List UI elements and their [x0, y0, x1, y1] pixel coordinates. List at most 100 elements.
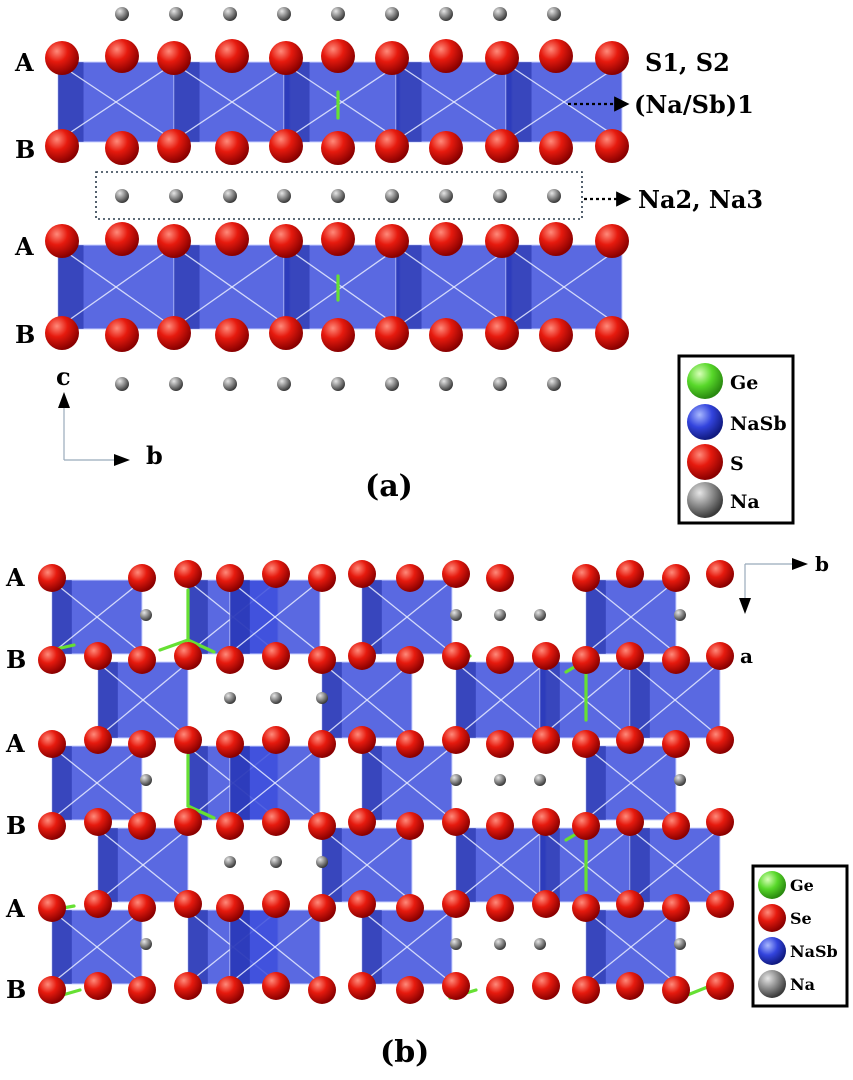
- polyhedron-edge: [589, 749, 673, 817]
- polyhedron-shade: [630, 662, 650, 738]
- selenium-atom: [572, 730, 600, 758]
- polyhedron-edge: [177, 248, 287, 326]
- nasb-polyhedron: [629, 661, 721, 739]
- nasb-polyhedron: [229, 745, 321, 821]
- sodium-atom: [331, 377, 345, 391]
- sodium-atom: [331, 7, 345, 21]
- selenium-atom: [396, 812, 424, 840]
- polyhedron-edge: [633, 831, 717, 899]
- polyhedron-shade: [230, 910, 250, 984]
- selenium-atom: [616, 560, 644, 588]
- polyhedron-shade: [98, 662, 118, 738]
- polyhedron-edge: [509, 65, 619, 139]
- polyhedron-edge: [325, 831, 409, 899]
- polyhedron-shade: [456, 828, 476, 902]
- selenium-atom: [348, 726, 376, 754]
- selenium-atom: [396, 646, 424, 674]
- selenium-atom: [662, 564, 690, 592]
- sodium-atom: [547, 377, 561, 391]
- nasb-polyhedron: [51, 579, 143, 655]
- selenium-atom: [706, 726, 734, 754]
- sulfur-atom: [429, 131, 463, 165]
- selenium-atom: [616, 972, 644, 1000]
- selenium-atom: [572, 812, 600, 840]
- sulfur-atom: [45, 41, 79, 75]
- sodium-atom: [450, 609, 462, 621]
- sulfur-atom: [429, 318, 463, 352]
- polyhedron-shade: [506, 245, 532, 329]
- layer-label-b2: B: [6, 645, 26, 674]
- selenium-atom: [662, 812, 690, 840]
- sulfur-atom: [105, 39, 139, 73]
- panel-b-atoms: [38, 560, 734, 1004]
- legend-b-se-label: Se: [790, 909, 812, 928]
- sulfur-atom: [485, 41, 519, 75]
- selenium-atom: [662, 730, 690, 758]
- polyhedron-edge: [233, 583, 317, 651]
- legend-nasb-label: NaSb: [730, 413, 787, 435]
- sodium-atom: [270, 692, 282, 704]
- sodium-atom: [674, 774, 686, 786]
- selenium-atom: [308, 564, 336, 592]
- sodium-atom: [494, 774, 506, 786]
- sulfur-atom: [539, 222, 573, 256]
- sodium-atom: [115, 7, 129, 21]
- selenium-atom: [216, 894, 244, 922]
- polyhedron-shade: [540, 662, 560, 738]
- polyhedron-shade: [52, 910, 72, 984]
- nasb-polyhedron: [321, 827, 413, 903]
- sodium-atom: [674, 938, 686, 950]
- polyhedron-edge: [55, 913, 139, 981]
- sulfur-atom: [45, 224, 79, 258]
- sodium-atom: [385, 189, 399, 203]
- polyhedron-shade: [284, 245, 310, 329]
- selenium-atom: [706, 560, 734, 588]
- selenium-atom: [308, 894, 336, 922]
- sulfur-atom: [45, 129, 79, 163]
- sulfur-atom: [375, 224, 409, 258]
- selenium-atom: [84, 726, 112, 754]
- legend-panel-b: Ge Se NaSb Na: [751, 864, 849, 1008]
- polyhedron-shade: [98, 828, 118, 902]
- ge-bond: [186, 638, 216, 654]
- legend-na-swatch: [687, 482, 723, 518]
- sulfur-atom: [105, 318, 139, 352]
- legend-ge-swatch: [687, 363, 723, 399]
- c-axis-arrow-icon: [58, 392, 70, 408]
- sodium-atom: [277, 189, 291, 203]
- selenium-atom: [174, 560, 202, 588]
- sulfur-atom: [321, 318, 355, 352]
- a-axis-arrow-icon: [739, 598, 751, 614]
- selenium-atom: [348, 642, 376, 670]
- legend-b-nasb-label: NaSb: [790, 942, 838, 961]
- sulfur-atom: [485, 224, 519, 258]
- polyhedron-shade: [188, 580, 208, 654]
- sulfur-atom: [105, 131, 139, 165]
- sodium-atom: [223, 377, 237, 391]
- selenium-atom: [348, 808, 376, 836]
- selenium-atom: [532, 726, 560, 754]
- sodium-atom: [385, 377, 399, 391]
- nasb-polyhedron: [97, 661, 189, 739]
- selenium-atom: [128, 730, 156, 758]
- sulfur-atom: [215, 39, 249, 73]
- sodium-atom: [115, 189, 129, 203]
- polyhedron-shade: [362, 910, 382, 984]
- selenium-atom: [216, 646, 244, 674]
- polyhedron-shade: [630, 828, 650, 902]
- polyhedron-edge: [177, 65, 287, 139]
- selenium-atom: [396, 894, 424, 922]
- polyhedron-edge: [101, 665, 185, 735]
- selenium-atom: [706, 972, 734, 1000]
- axis-label-c: c: [56, 362, 71, 391]
- sulfur-atom: [269, 41, 303, 75]
- polyhedron-edge: [325, 665, 409, 735]
- polyhedron-shade: [58, 245, 84, 329]
- sodium-atom: [140, 609, 152, 621]
- layer-label-b1: A: [5, 563, 25, 592]
- axis-label-b: b: [146, 441, 163, 470]
- axis-label-a: a: [740, 644, 753, 668]
- selenium-atom: [532, 972, 560, 1000]
- polyhedron-edge: [287, 248, 397, 326]
- layer-label-b4: B: [6, 811, 26, 840]
